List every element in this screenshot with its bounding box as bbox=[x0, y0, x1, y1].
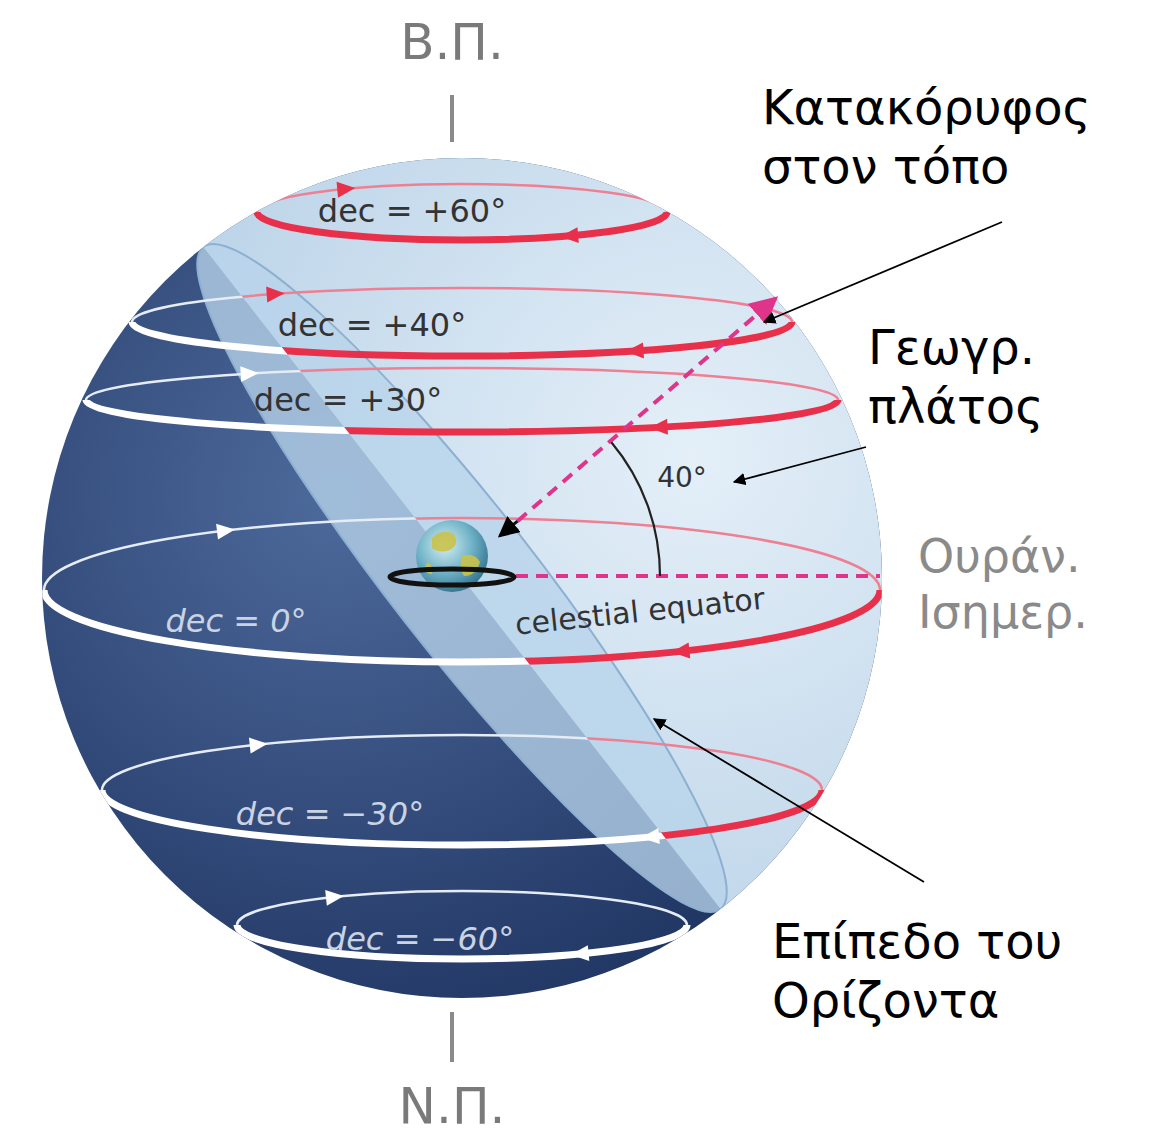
rotation-arrow bbox=[560, 227, 579, 244]
pole-label: Β.Π. bbox=[400, 12, 504, 73]
leader-line bbox=[734, 447, 866, 482]
declination-label: dec = +30° bbox=[254, 381, 442, 420]
declination-circle-back bbox=[86, 368, 838, 400]
equator-label: celestial equator bbox=[513, 581, 767, 644]
pole-axis bbox=[450, 1012, 454, 1062]
declination-label: dec = +60° bbox=[318, 192, 506, 231]
rotation-arrow bbox=[570, 945, 589, 963]
callout-label: Επίπεδο του Ορίζοντα bbox=[772, 912, 1150, 1029]
declination-circle-front bbox=[86, 400, 838, 432]
callout-label: Γεωγρ. πλάτος bbox=[868, 318, 1148, 435]
rotation-arrow bbox=[325, 888, 345, 906]
declination-label: dec = −60° bbox=[326, 920, 514, 959]
leader-line bbox=[654, 719, 924, 882]
leader-line bbox=[764, 222, 1002, 322]
declination-label: dec = 0° bbox=[165, 602, 306, 641]
rotation-arrow bbox=[240, 365, 259, 382]
declination-circle-front bbox=[86, 400, 838, 432]
declination-circle-front bbox=[102, 790, 822, 845]
rotation-arrow bbox=[266, 285, 285, 302]
rotation-arrow bbox=[640, 828, 659, 846]
rotation-arrow bbox=[671, 642, 691, 660]
latitude-angle bbox=[611, 442, 660, 576]
earth bbox=[416, 520, 488, 592]
earth-ring bbox=[390, 569, 514, 585]
angle-label: 40° bbox=[657, 461, 707, 495]
rotation-arrow bbox=[649, 419, 668, 436]
declination-circle-back bbox=[237, 891, 687, 925]
declination-circle-back bbox=[102, 735, 822, 790]
pole-label: Ν.Π. bbox=[399, 1076, 506, 1137]
declination-circle-front bbox=[102, 790, 822, 845]
rotation-arrow bbox=[625, 342, 644, 359]
callout-label: Κατακόρυφος στον τόπο bbox=[762, 78, 1150, 195]
declination-circle-back bbox=[237, 891, 687, 925]
declination-label: dec = −30° bbox=[236, 795, 424, 834]
rotation-arrow bbox=[216, 522, 236, 540]
callout-label: Ουράν. Ισημερ. bbox=[918, 528, 1148, 640]
declination-circle-back bbox=[86, 368, 838, 400]
declination-circle-back bbox=[102, 735, 822, 790]
equator-direction bbox=[516, 574, 880, 578]
rotation-arrow bbox=[249, 736, 269, 754]
pole-axis bbox=[450, 95, 454, 142]
declination-label: dec = +40° bbox=[278, 306, 466, 345]
zenith-pointer bbox=[499, 521, 517, 536]
zenith-direction bbox=[517, 298, 776, 521]
